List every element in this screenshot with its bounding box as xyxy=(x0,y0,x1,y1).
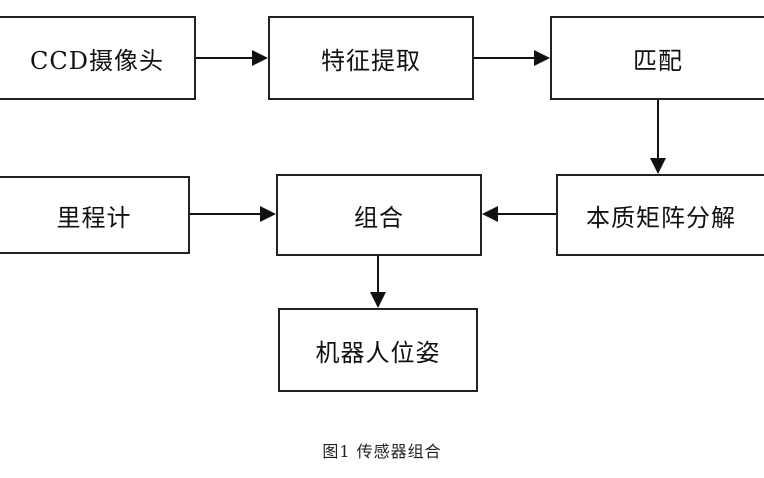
node-feature-extraction-label: 特征提取 xyxy=(321,46,421,75)
edge-decomposition-to-combination xyxy=(482,206,556,222)
node-matching-label: 匹配 xyxy=(633,46,683,75)
node-ccd-camera: CCD摄像头 xyxy=(0,16,196,100)
node-combination-label: 组合 xyxy=(354,203,404,232)
edge-combination-to-robot-pose xyxy=(370,256,386,308)
edge-feature-extraction-to-matching xyxy=(474,50,550,66)
node-ccd-camera-label: CCD摄像头 xyxy=(30,46,164,75)
figure-caption: 图1 传感器组合 xyxy=(322,442,442,461)
node-odometer-label: 里程计 xyxy=(56,203,132,232)
node-odometer: 里程计 xyxy=(0,176,190,254)
node-robot-pose-label: 机器人位姿 xyxy=(315,338,441,367)
node-feature-extraction: 特征提取 xyxy=(268,16,474,100)
node-essential-matrix-decomposition: 本质矩阵分解 xyxy=(556,174,764,256)
edge-odometer-to-combination xyxy=(190,206,276,222)
node-essential-matrix-decomposition-label: 本质矩阵分解 xyxy=(586,203,736,232)
node-combination: 组合 xyxy=(276,174,482,256)
node-matching: 匹配 xyxy=(550,16,764,100)
edge-matching-to-decomposition xyxy=(650,100,666,174)
edge-ccd-to-feature-extraction xyxy=(196,50,268,66)
node-robot-pose: 机器人位姿 xyxy=(278,308,478,392)
